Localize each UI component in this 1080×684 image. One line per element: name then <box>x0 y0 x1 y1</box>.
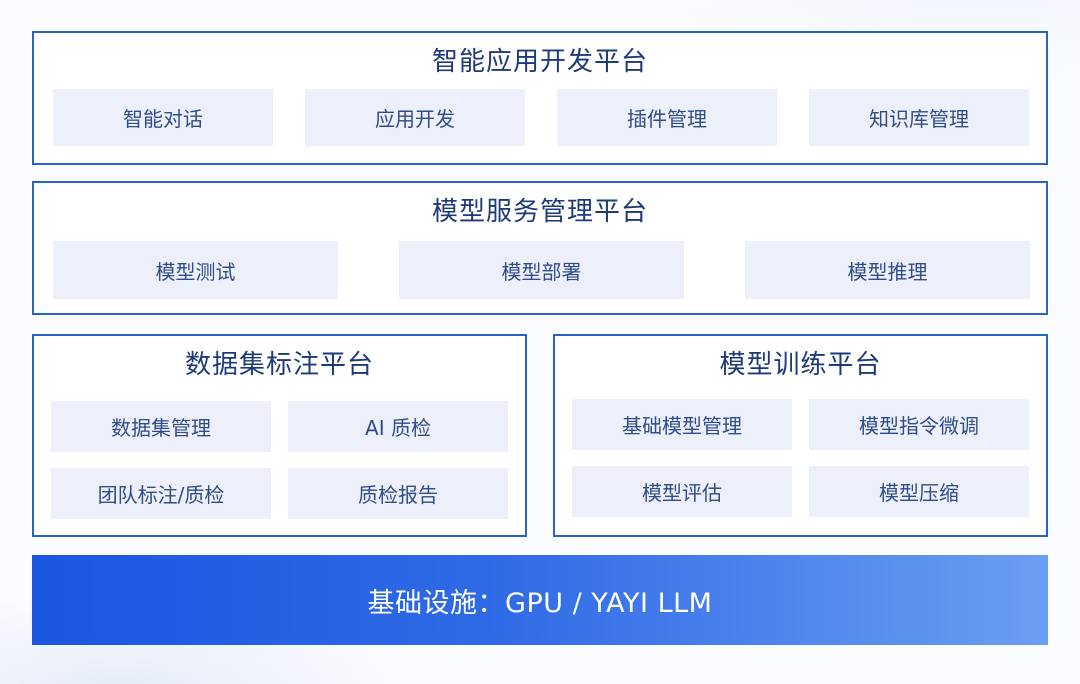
module-app-development: 应用开发 <box>305 89 525 146</box>
module-instruction-finetuning: 模型指令微调 <box>809 399 1029 450</box>
infrastructure-bar: 基础设施：GPU / YAYI LLM <box>32 555 1048 645</box>
module-model-deployment: 模型部署 <box>399 241 684 299</box>
app-dev-platform-title: 智能应用开发平台 <box>431 47 648 77</box>
module-knowledge-base-management: 知识库管理 <box>809 89 1029 146</box>
module-team-annotation-qc: 团队标注/质检 <box>51 468 271 519</box>
module-model-compression: 模型压缩 <box>809 466 1029 517</box>
module-plugin-management: 插件管理 <box>557 89 777 146</box>
module-smart-chat: 智能对话 <box>53 89 273 146</box>
module-model-evaluation: 模型评估 <box>572 466 792 517</box>
model-training-platform-panel: 模型训练平台 基础模型管理 模型指令微调 模型评估 模型压缩 <box>553 334 1048 537</box>
module-dataset-management: 数据集管理 <box>51 401 271 452</box>
module-model-inference: 模型推理 <box>745 241 1030 299</box>
dataset-annotation-platform-title: 数据集标注平台 <box>184 350 374 380</box>
module-base-model-management: 基础模型管理 <box>572 399 792 450</box>
model-training-platform-title: 模型训练平台 <box>719 350 882 380</box>
module-model-testing: 模型测试 <box>53 241 338 299</box>
dataset-annotation-platform-panel: 数据集标注平台 数据集管理 AI 质检 团队标注/质检 质检报告 <box>32 334 527 537</box>
model-service-platform-title: 模型服务管理平台 <box>431 197 648 227</box>
model-service-platform-panel: 模型服务管理平台 模型测试 模型部署 模型推理 <box>32 181 1048 315</box>
app-dev-platform-panel: 智能应用开发平台 智能对话 应用开发 插件管理 知识库管理 <box>32 31 1048 165</box>
module-qc-report: 质检报告 <box>288 468 508 519</box>
module-ai-quality-check: AI 质检 <box>288 401 508 452</box>
